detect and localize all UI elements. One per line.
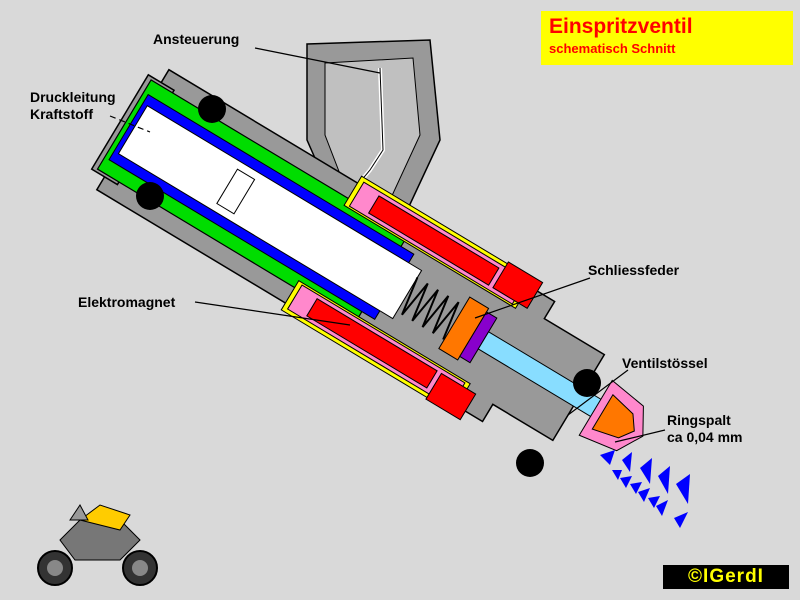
label-ringspalt-line2: ca 0,04 mm xyxy=(667,429,743,445)
injector-body xyxy=(90,68,644,452)
motorcycle-icon xyxy=(37,504,158,586)
seal-rings xyxy=(136,95,601,477)
label-druckleitung: Druckleitung Kraftstoff xyxy=(30,89,116,123)
leader-lines xyxy=(109,47,666,443)
label-ringspalt: Ringspalt ca 0,04 mm xyxy=(667,412,743,446)
spring xyxy=(401,276,460,340)
connector-housing xyxy=(306,39,441,216)
label-ringspalt-line1: Ringspalt xyxy=(667,412,731,428)
page-subtitle: schematisch Schnitt xyxy=(549,41,676,56)
title-box: Einspritzventil schematisch Schnitt xyxy=(541,11,793,65)
label-elektromagnet: Elektromagnet xyxy=(78,294,176,310)
spray-cone xyxy=(600,450,690,528)
label-druckleitung-line2: Kraftstoff xyxy=(30,106,93,122)
page-title: Einspritzventil xyxy=(549,15,693,38)
label-ansteuerung: Ansteuerung xyxy=(153,31,240,47)
label-druckleitung-line1: Druckleitung xyxy=(30,89,116,105)
label-ventilstoessel: Ventilstössel xyxy=(622,355,708,371)
label-schliessfeder: Schliessfeder xyxy=(588,262,680,278)
copyright-badge: ©IGerdI xyxy=(663,565,789,589)
